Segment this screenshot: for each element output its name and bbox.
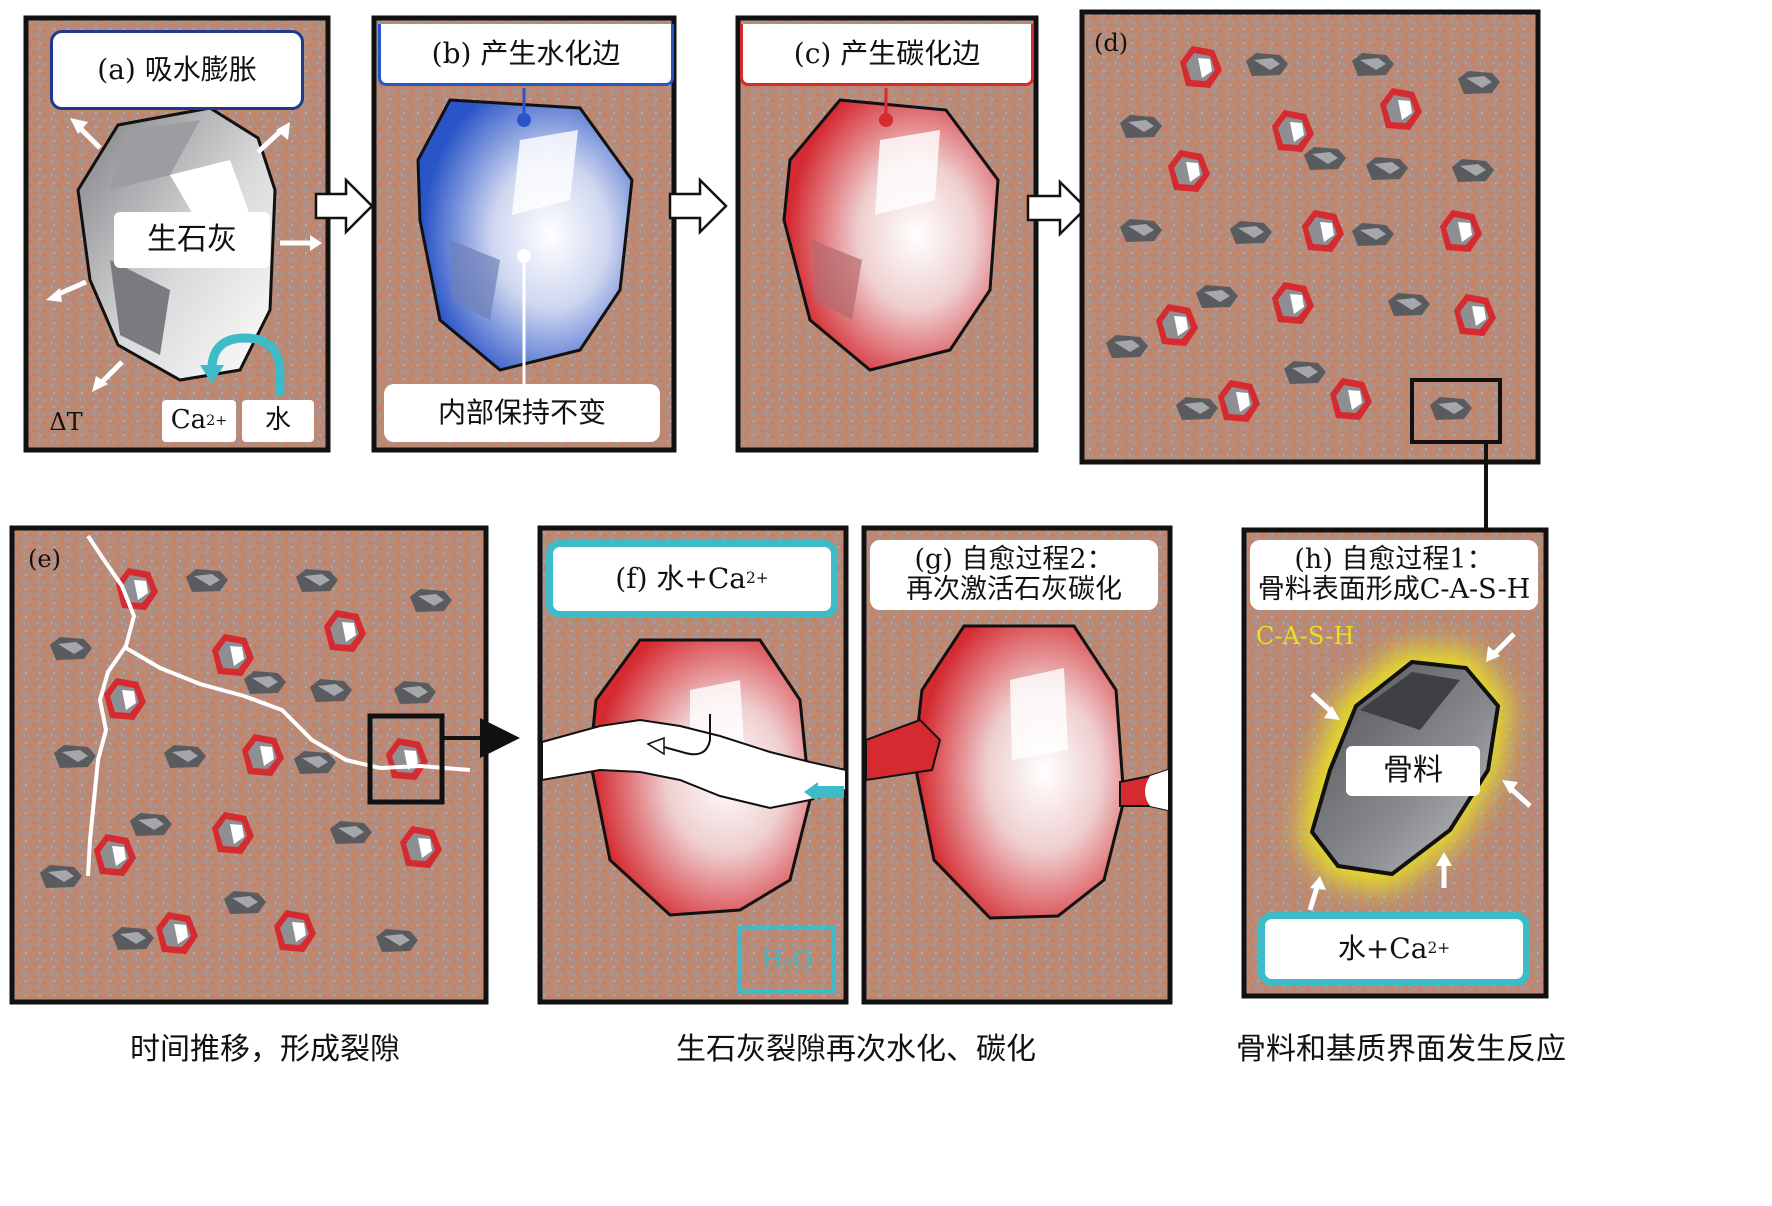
panel-f-title-text: (f) 水+Ca [615,562,746,596]
panel-e [9,525,520,1005]
quicklime-label: 生石灰 [114,212,270,268]
caption-left: 时间推移，形成裂隙 [130,1032,400,1067]
zoom-box-e [367,713,445,805]
panel-h-bottom-charge: 2+ [1427,939,1451,958]
panel-g-title: (g) 自愈过程2： 再次激活石灰碳化 [870,540,1158,610]
panel-a-title: (a) 吸水膨胀 [50,30,304,110]
aggregate-label: 骨料 [1346,746,1480,796]
delta-t-label: ΔT [49,407,83,436]
panel-d [1079,9,1541,568]
flow-arrows [314,176,1088,238]
caption-middle: 生石灰裂隙再次水化、碳化 [676,1032,1036,1067]
panel-h-title: (h) 自愈过程1： 骨料表面形成C-A-S-H [1250,540,1538,610]
panel-g-title-line1: (g) 自愈过程2： [914,543,1114,575]
inner-unchanged-label: 内部保持不变 [384,384,660,442]
panel-h-title-line2: 骨料表面形成C-A-S-H [1257,574,1531,605]
panel-b-title: (b) 产生水化边 [378,24,674,86]
water-uptake-arrow [207,333,285,395]
panel-b [371,15,677,453]
water-label: 水 [242,400,314,442]
panel-d-title: (d) [1094,28,1129,57]
h2o-box [738,926,836,994]
calcium-ion-charge: 2+ [206,413,228,429]
panel-f-title-charge: 2+ [746,569,769,588]
crack-network [86,534,471,877]
panel-h-title-line1: (h) 自愈过程1： [1294,543,1494,575]
panel-e-title: (e) [28,544,61,573]
panel-g-title-line2: 再次激活石灰碳化 [906,574,1122,605]
panel-c [735,15,1039,453]
cash-label: C-A-S-H [1256,621,1355,650]
panel-c-title: (c) 产生碳化边 [740,24,1034,86]
caption-right: 骨料和基质界面发生反应 [1236,1032,1566,1067]
zoom-box-d [1410,378,1502,444]
calcium-ion-text: Ca [170,405,207,436]
crack-f [541,718,847,810]
h2o-label: H₂O [761,945,813,974]
panel-h-bottom-text: 水+Ca [1337,932,1428,966]
